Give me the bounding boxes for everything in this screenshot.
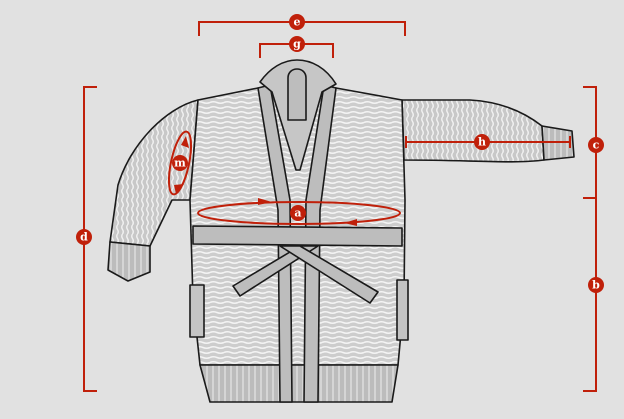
- measure-c: c: [583, 86, 604, 199]
- right-pocket: [396, 279, 409, 341]
- right-sleeve: [401, 99, 545, 163]
- label-g: g: [293, 38, 301, 51]
- left-pocket: [189, 284, 205, 338]
- belt: [192, 225, 403, 247]
- label-b: b: [592, 279, 600, 292]
- belt-tie-right: [279, 245, 379, 304]
- collar-inner: [287, 68, 307, 121]
- label-e: e: [294, 16, 301, 29]
- hem-ribbing: [199, 364, 399, 403]
- label-h: h: [478, 136, 486, 149]
- measure-m: m: [167, 130, 193, 196]
- measure-e: e: [198, 14, 406, 36]
- measure-h: h: [405, 134, 571, 150]
- label-c: c: [593, 139, 600, 152]
- measure-d: d: [76, 86, 97, 392]
- belt-tie-left: [232, 245, 319, 297]
- cardigan-drawing: [107, 59, 575, 403]
- label-a: a: [294, 207, 301, 220]
- left-cuff: [107, 241, 151, 282]
- label-d: d: [80, 231, 88, 244]
- measure-a: a: [197, 198, 401, 226]
- label-m: m: [174, 157, 186, 170]
- measure-g: g: [259, 36, 334, 58]
- left-sleeve: [109, 99, 199, 247]
- measure-b: b: [583, 198, 604, 392]
